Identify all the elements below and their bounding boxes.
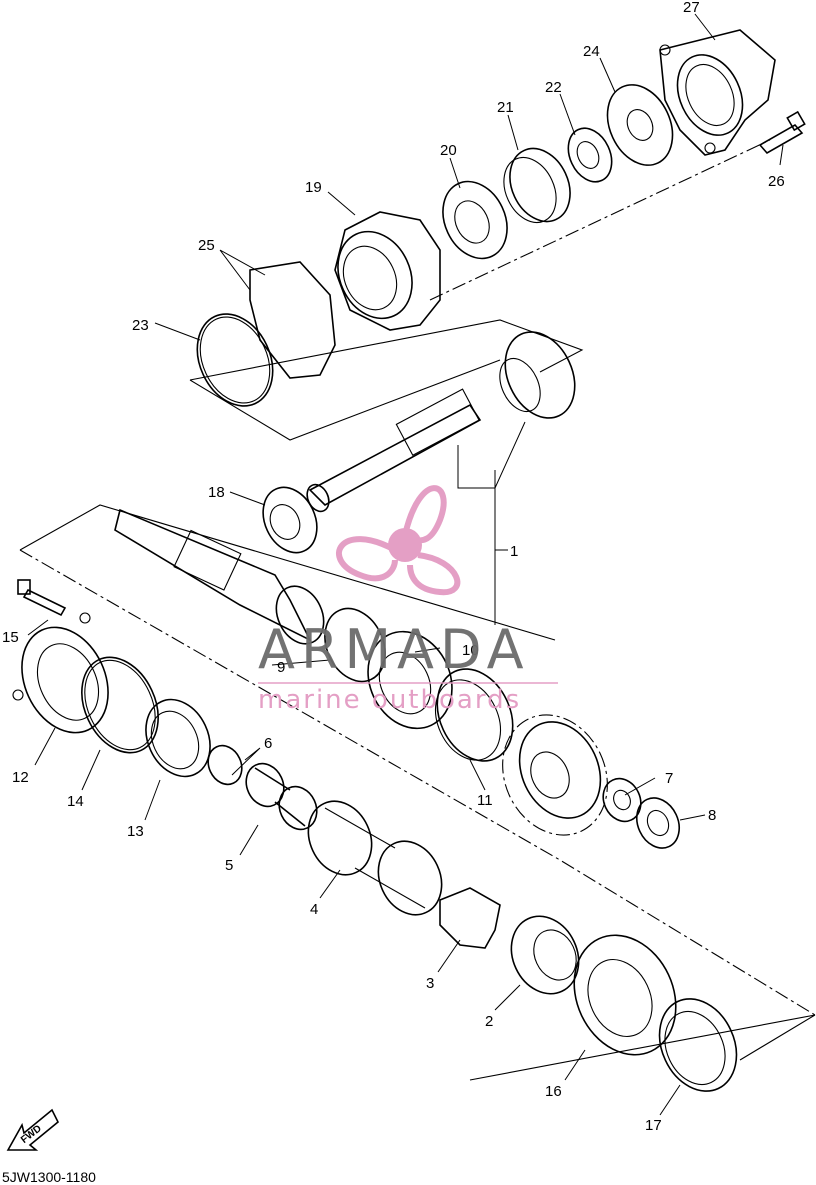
part-23-oring	[196, 313, 274, 407]
callout-16: 16	[545, 1083, 562, 1100]
callout-22: 22	[545, 79, 562, 96]
callout-12: 12	[12, 769, 29, 786]
callout-11: 11	[477, 792, 493, 809]
part-15-bolt	[17, 579, 67, 617]
callout-24: 24	[583, 43, 600, 60]
part-11-race	[434, 668, 514, 762]
part-21-ring	[503, 147, 571, 223]
watermark-tagline: marine outboards	[258, 685, 521, 715]
part-1-drive-shaft	[306, 331, 576, 513]
callout-8: 8	[708, 807, 716, 824]
callout-2: 2	[485, 1013, 493, 1030]
callout-7: 7	[665, 770, 673, 787]
part-14-oring	[81, 656, 159, 754]
part-27-housing	[659, 29, 776, 156]
callout-9: 9	[277, 659, 285, 676]
leader-lines	[27, 13, 784, 1116]
pinion-gear	[502, 714, 608, 836]
callout-21: 21	[497, 99, 514, 116]
part-26-bolt	[758, 110, 806, 155]
part-24-plate	[606, 84, 674, 166]
part-6-circlip	[207, 744, 243, 786]
callout-26: 26	[768, 173, 785, 190]
callout-4: 4	[310, 901, 318, 918]
upper-axis	[429, 139, 771, 301]
part-16-bevel-gear	[573, 934, 677, 1056]
watermark: ARMADA marine outboards	[258, 485, 558, 715]
lower-group-outline	[19, 504, 816, 1081]
callout-1: 1	[510, 543, 518, 560]
part-17-race	[658, 998, 738, 1092]
callout-17: 17	[645, 1117, 662, 1134]
callout-10: 10	[462, 642, 479, 659]
callout-27: 27	[683, 0, 700, 16]
part-20-bearing	[442, 180, 508, 260]
callout-25: 25	[198, 237, 215, 254]
part-13-bearing	[145, 698, 211, 778]
lower-pinion-shaft	[114, 508, 325, 645]
callout-18: 18	[208, 484, 225, 501]
callout-3: 3	[426, 975, 434, 992]
part-19-housing	[334, 211, 441, 331]
part-25-gasket	[249, 261, 336, 379]
part-2-gear	[510, 915, 580, 995]
propeller-logo-icon	[336, 485, 461, 596]
fwd-arrow-icon: FWD	[6, 1108, 60, 1151]
part-7-washer	[602, 777, 642, 823]
part-12-housing	[12, 612, 109, 734]
watermark-brand: ARMADA	[258, 618, 530, 681]
callout-5: 5	[225, 857, 233, 874]
part-18-bearing	[262, 486, 318, 554]
callout-14: 14	[67, 793, 84, 810]
upper-group-outline	[189, 319, 584, 441]
part-8-nut	[636, 797, 680, 849]
part-5-sleeve	[245, 762, 318, 831]
part-9-oring	[324, 607, 386, 683]
callout-19: 19	[305, 179, 322, 196]
callout-13: 13	[127, 823, 144, 840]
callout-15: 15	[2, 629, 19, 646]
drawing-code: 5JW1300-1180	[2, 1169, 96, 1185]
callout-23: 23	[132, 317, 149, 334]
part-10-bearing	[367, 630, 453, 730]
callout-6: 6	[264, 735, 272, 752]
part-22-nut	[567, 127, 613, 183]
callout-labels: 27 24 22 21 20 19 25 23 26 18 1 15 9 10 …	[2, 0, 785, 1134]
callout-20: 20	[440, 142, 457, 159]
lower-axis	[19, 549, 816, 1016]
part-4-clutch	[307, 800, 443, 916]
part-3-dog	[439, 887, 501, 949]
